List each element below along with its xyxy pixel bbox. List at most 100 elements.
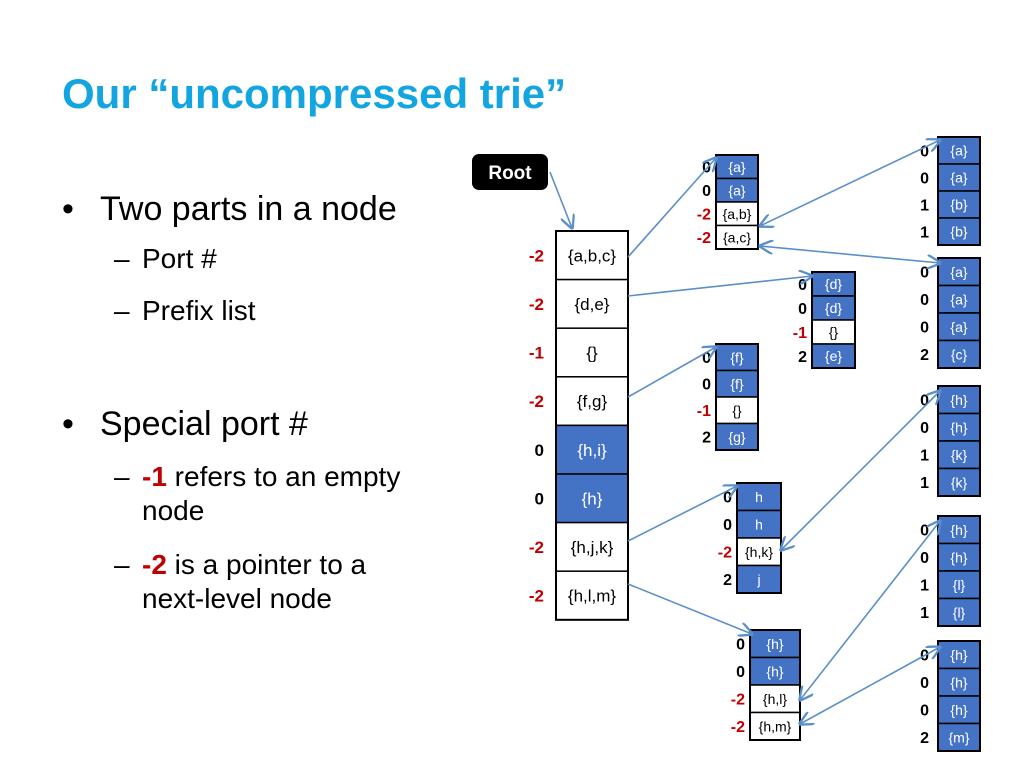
prefix-label: {} (732, 402, 742, 418)
port-label: 0 (920, 320, 929, 337)
port-label: 0 (920, 292, 929, 309)
arrow-hk (781, 391, 940, 550)
prefix-cell (937, 597, 981, 627)
prefix-label: {k} (951, 474, 968, 490)
prefix-label: {h} (766, 663, 783, 679)
node-abc: {a}0{a}0{a,b}-2{a,c}-2 (697, 154, 759, 250)
port-label: 1 (920, 197, 929, 214)
port-label: 0 (736, 664, 745, 681)
port-label: 0 (920, 550, 929, 567)
prefix-cell (937, 312, 981, 342)
prefix-label: {l} (953, 577, 966, 593)
port-label: -2 (731, 719, 745, 736)
port-label: -1 (529, 344, 544, 363)
prefix-label: {h,l,m} (568, 587, 617, 606)
port-label: -2 (731, 692, 745, 709)
prefix-label: {} (829, 324, 839, 340)
prefix-label: {h} (950, 702, 967, 718)
port-label: 1 (920, 448, 929, 465)
port-label: -2 (529, 295, 544, 314)
sub-bullet-prefix-list: –Prefix list (114, 295, 256, 326)
prefix-label: {h} (950, 549, 967, 565)
prefix-label: {h,l} (763, 691, 787, 707)
prefix-label: h (755, 489, 763, 505)
prefix-cell (937, 440, 981, 470)
port-label: 1 (920, 224, 929, 241)
prefix-label: {h,i} (577, 441, 607, 460)
prefix-label: {a} (728, 182, 745, 198)
prefix-cell (736, 537, 782, 567)
prefix-label: {d,e} (575, 295, 610, 314)
port-label: 0 (920, 675, 929, 692)
prefix-label: {b} (950, 197, 967, 213)
prefix-label: {k} (951, 447, 968, 463)
port-label: -2 (529, 538, 544, 557)
node-de: {d}0{d}0{}-1{e}2 (793, 271, 856, 369)
prefix-label: {f} (730, 349, 744, 365)
prefix-label: {h} (950, 647, 967, 663)
arrow-hjk (627, 486, 737, 542)
node-ac: {a}0{a}0{a}0{c}2 (920, 257, 981, 369)
prefix-label: {a} (728, 159, 745, 175)
prefix-label: {h} (950, 392, 967, 408)
arrow-ab (760, 140, 940, 226)
arrow-hlm (627, 583, 752, 634)
port-label: 0 (798, 301, 807, 318)
slide-title: Our “uncompressed trie” (62, 70, 567, 117)
prefix-label: {h,m} (759, 718, 792, 734)
port-label: 1 (920, 475, 929, 492)
node-fg: {f}0{f}0{}-1{g}2 (697, 343, 759, 451)
prefix-label: {a} (950, 291, 967, 307)
prefix-cell (937, 136, 981, 165)
port-label: 0 (702, 183, 711, 200)
port-label: 2 (702, 430, 711, 447)
prefix-label: {m} (948, 729, 969, 745)
port-label: 1 (920, 605, 929, 622)
prefix-label: {f,g} (577, 392, 608, 411)
prefix-label: {d} (825, 276, 842, 292)
prefix-label: {a,c} (723, 229, 751, 245)
prefix-label: {h} (950, 674, 967, 690)
arrow-ac (760, 246, 940, 263)
port-label: 0 (723, 517, 732, 534)
prefix-cell (555, 424, 629, 475)
port-label: 0 (798, 277, 807, 294)
bullet-two-parts: •Two parts in a node (62, 190, 397, 228)
root-pointer-arrow (549, 171, 572, 228)
port-label: -2 (529, 246, 544, 265)
prefix-cell (715, 343, 759, 372)
prefix-label: {l} (953, 604, 966, 620)
port-label: 2 (798, 349, 807, 366)
prefix-cell (749, 711, 801, 741)
port-label: 2 (920, 730, 929, 747)
port-label: 1 (920, 578, 929, 595)
prefix-label: j (756, 571, 760, 587)
prefix-cell (555, 570, 629, 621)
port-label: -1 (793, 325, 807, 342)
port-label: -2 (718, 545, 732, 562)
prefix-label: {a,b,c} (568, 246, 617, 265)
root-label: Root (472, 154, 548, 190)
port-label: 0 (920, 265, 929, 282)
prefix-cell (555, 473, 629, 524)
prefix-cell (937, 467, 981, 497)
arrow-abc (627, 158, 716, 258)
prefix-label: {e} (825, 348, 842, 364)
arrow-hl (800, 521, 940, 700)
prefix-label: {a} (950, 264, 967, 280)
prefix-cell (749, 656, 801, 686)
prefix-label: {a} (950, 143, 967, 159)
prefix-label: {h} (766, 636, 783, 652)
prefix-label: h (755, 516, 763, 532)
prefix-label: {h} (950, 522, 967, 538)
prefix-label: {h} (582, 489, 603, 508)
prefix-label: {h,j,k} (571, 538, 614, 557)
port-label: -2 (697, 230, 711, 247)
port-label: 0 (920, 703, 929, 720)
prefix-cell (811, 319, 856, 345)
port-label: -2 (697, 207, 711, 224)
prefix-label: {} (586, 344, 598, 363)
